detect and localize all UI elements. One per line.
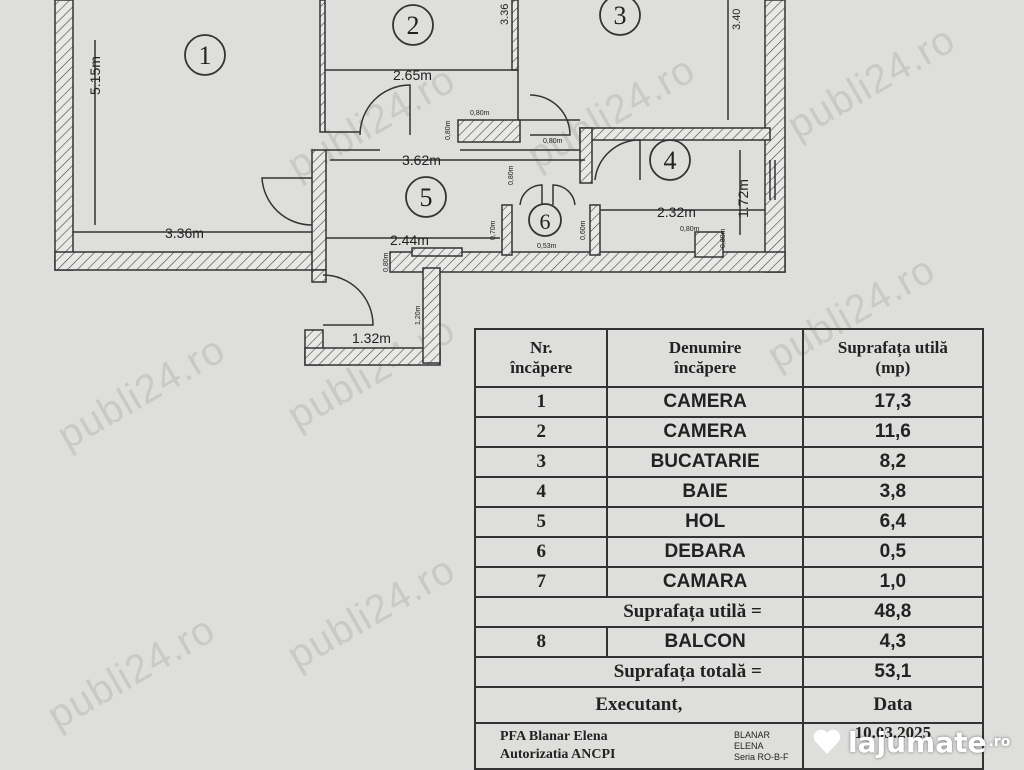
room-number: 4 (664, 146, 677, 175)
door-swings (261, 84, 641, 326)
room-number: 5 (420, 183, 433, 212)
dimension-label: 3.36m (165, 225, 204, 241)
dimension-label: 0,53m (537, 243, 557, 250)
dimension-label: 0,80m (508, 165, 515, 185)
lajumate-logo: lajumate.ro (812, 724, 1010, 760)
dimension-label: 0,80m (543, 138, 563, 145)
room-number: 2 (407, 11, 420, 40)
dimension-label: 5.15m (87, 56, 103, 95)
room-number: 3 (614, 1, 627, 30)
executant-row: Executant, Data (474, 686, 985, 724)
dimension-label: 1.72m (735, 179, 751, 218)
walls (54, 0, 786, 366)
dimension-label: 0,80m (445, 120, 452, 140)
dimension-label: 2.32m (657, 204, 696, 220)
room-markers (184, 0, 691, 237)
dimension-label: 0,80m (720, 228, 727, 248)
dimension-label: 0,70m (490, 220, 497, 240)
dimension-label: 3.62m (402, 152, 441, 168)
dimension-label: 3.36 (499, 4, 511, 25)
interior-lines (73, 0, 776, 239)
column-header-nr: Nr.încăpere (473, 328, 609, 388)
dimension-label: 2.44m (390, 232, 429, 248)
useful-area-value: 48,8 (801, 596, 985, 628)
total-area-value: 53,1 (801, 656, 985, 688)
dimension-label: 0,80m (680, 226, 700, 233)
heart-logo-icon (813, 729, 841, 754)
dimension-label: 1,20m (415, 305, 422, 325)
dimension-label: 0,80m (470, 110, 490, 117)
room-number: 6 (540, 209, 551, 234)
dimension-label: 2.65m (393, 67, 432, 83)
room-number: 1 (199, 41, 212, 70)
dimension-label: 0,60m (580, 220, 587, 240)
dimension-label: 3.40 (731, 9, 743, 30)
dimension-label: 1.32m (352, 330, 391, 346)
total-area-row: Suprafața totală = 53,1 (474, 656, 985, 688)
useful-area-row: Suprafața utilă = 48,8 (474, 596, 985, 628)
dimension-label: 0,80m (383, 252, 390, 272)
column-header-area: Suprafața utilă(mp) (801, 328, 985, 388)
